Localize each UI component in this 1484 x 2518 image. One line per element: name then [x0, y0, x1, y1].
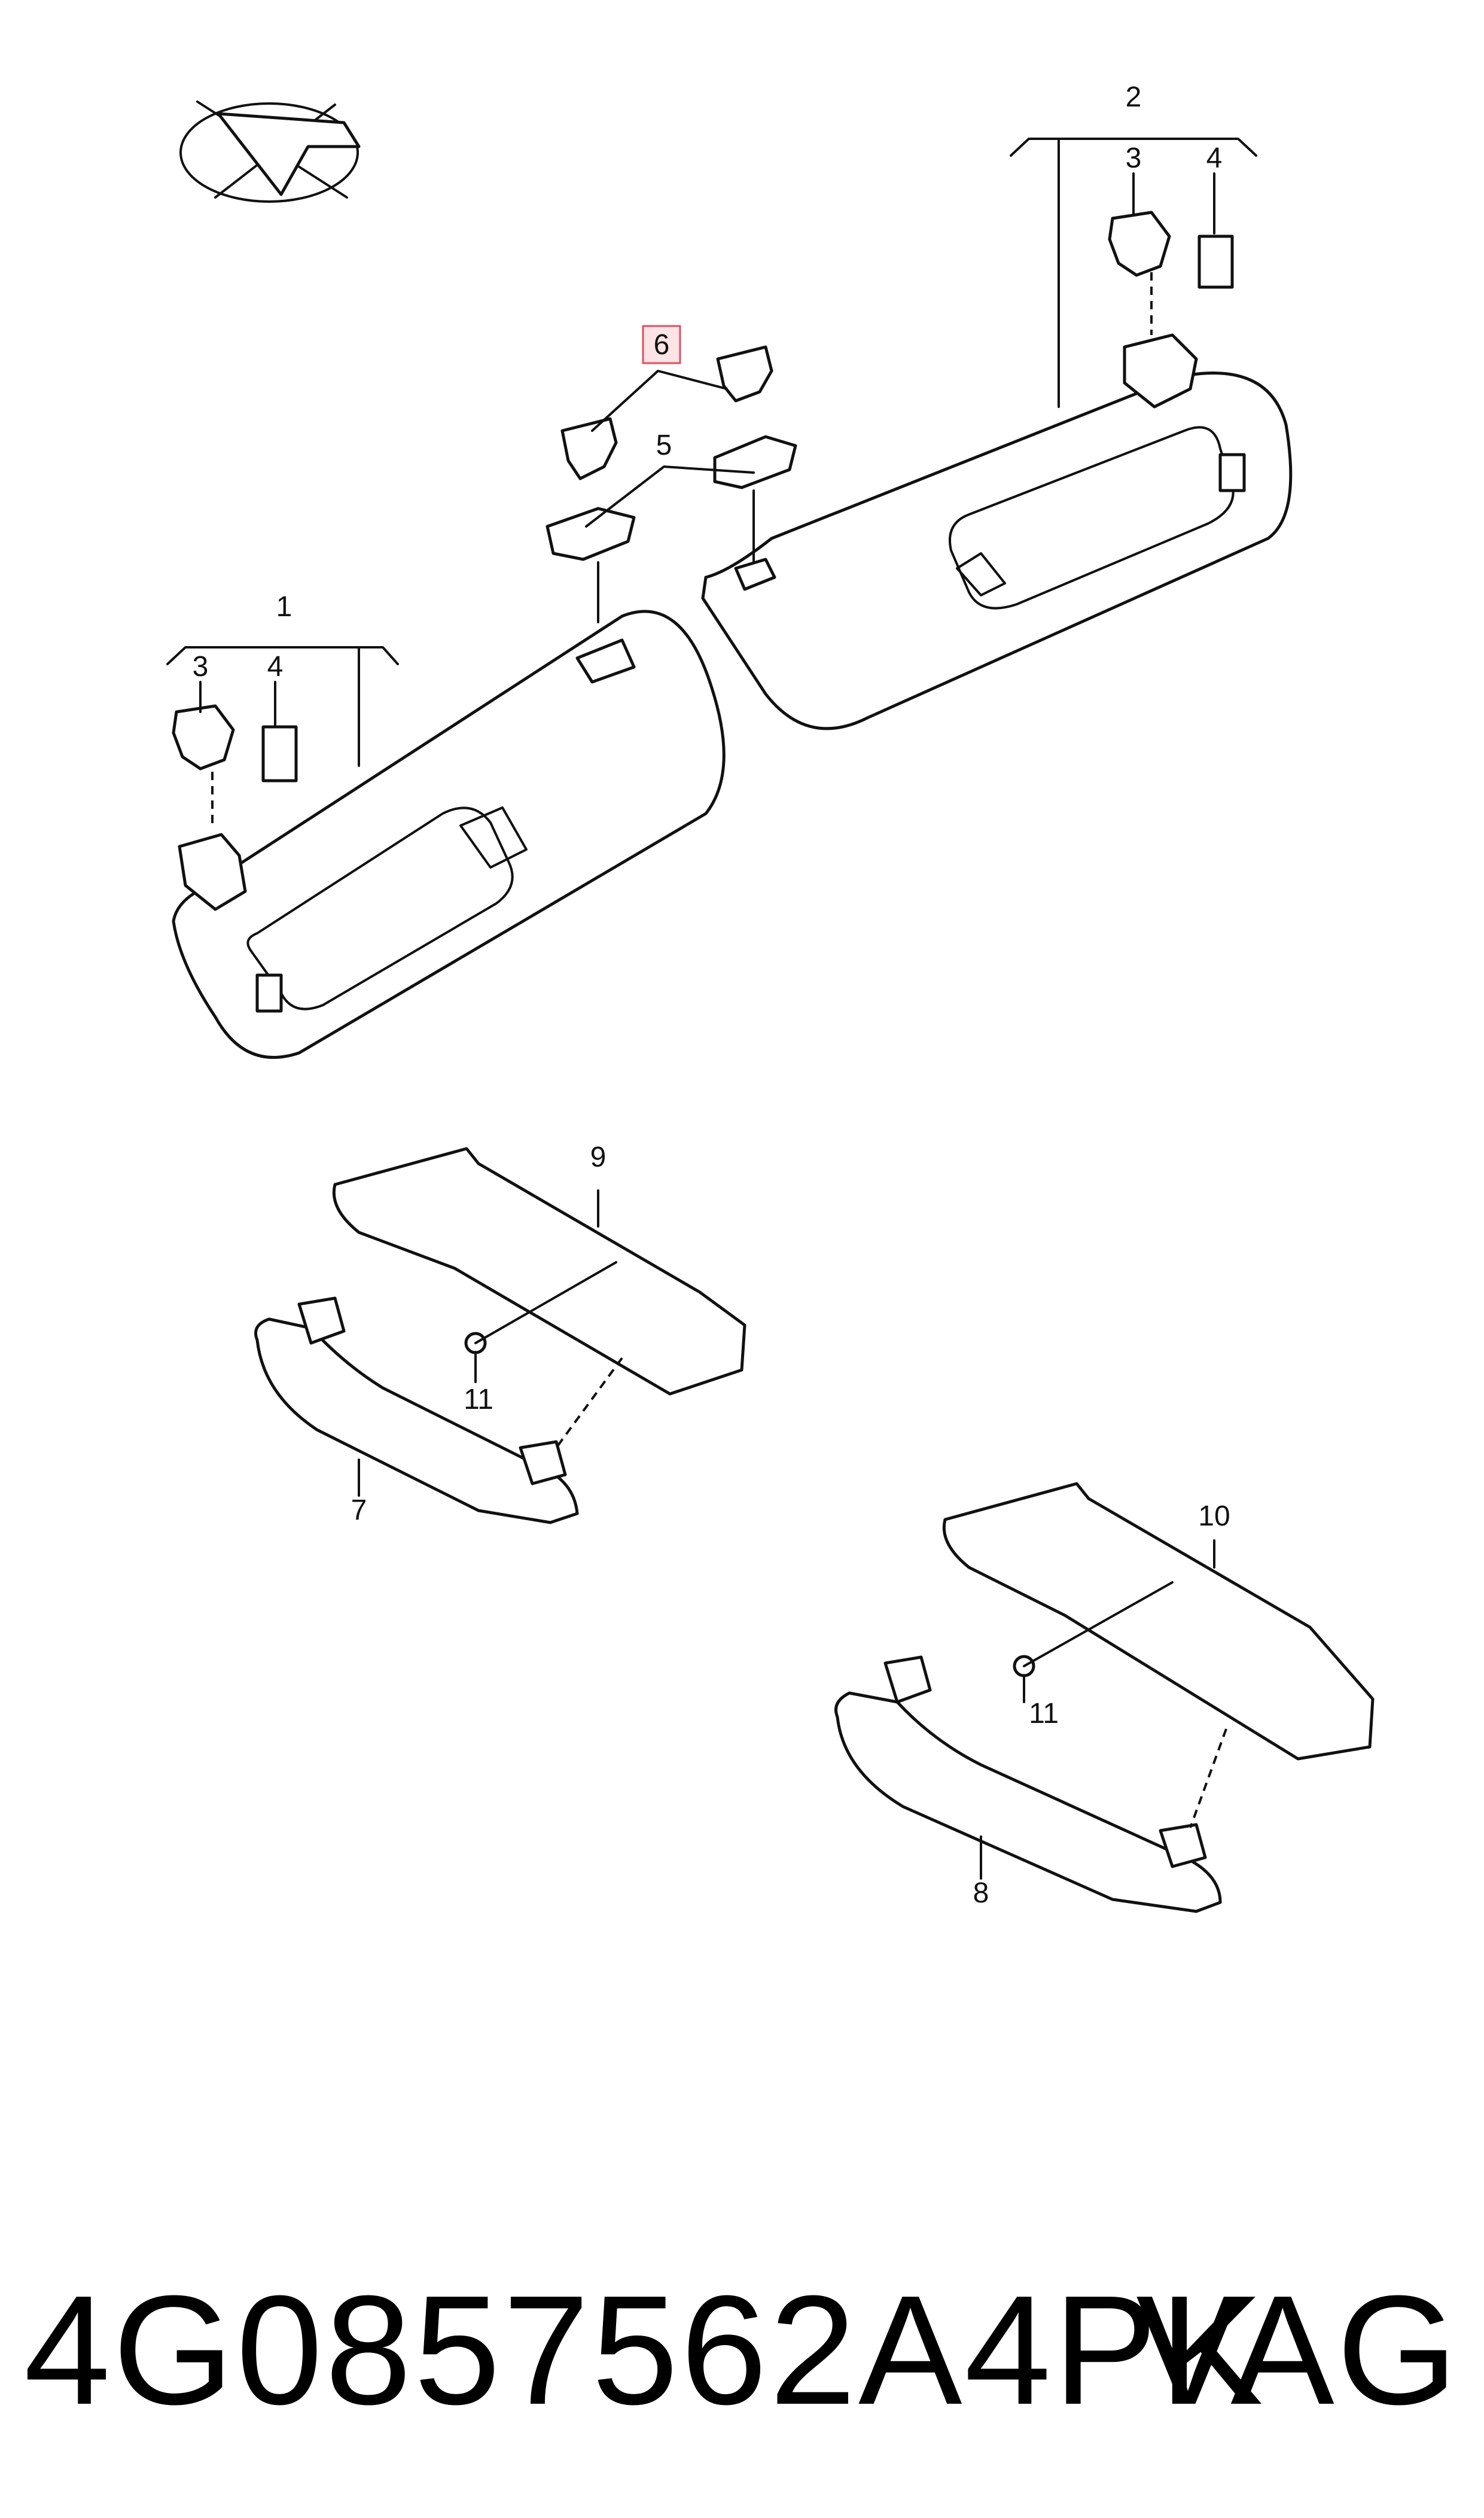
callout-6-highlight — [642, 325, 681, 364]
part-number: 4G0857562A4PK — [24, 2264, 1266, 2437]
callout-9: 9 — [590, 1141, 607, 1173]
callout-5: 5 — [656, 430, 672, 461]
callout-11-lower: 11 — [1029, 1698, 1059, 1730]
callout-8: 8 — [973, 1877, 989, 1909]
brand-label: VAG — [1136, 2264, 1460, 2437]
visor-clip-6-a — [560, 417, 618, 480]
orientation-symbol-icon — [179, 101, 361, 203]
callout-7: 7 — [351, 1494, 367, 1526]
callout-3-left: 3 — [193, 651, 209, 683]
callout-4-right: 4 — [1206, 142, 1223, 174]
grab-handle-assembly-upper — [254, 1147, 746, 1524]
cover-cap-4-left — [261, 725, 298, 783]
visor-clip-6-b — [716, 345, 773, 403]
cover-cap-4-right — [1197, 235, 1234, 289]
callout-6: 6 — [654, 329, 670, 361]
callout-3-right: 3 — [1126, 142, 1142, 174]
visor-holder-5-a — [546, 507, 636, 561]
callout-10: 10 — [1198, 1500, 1230, 1532]
footer: 4G0857562A4PK VAG — [0, 2249, 1484, 2437]
visor-bracket-3-left — [172, 704, 235, 771]
callout-2: 2 — [1126, 81, 1142, 113]
callout-11-upper: 11 — [464, 1384, 493, 1415]
sun-visor-right — [701, 333, 1293, 730]
sun-visor-left — [172, 610, 726, 1059]
visor-bracket-3-right — [1108, 211, 1171, 277]
visor-holder-5-b — [713, 435, 797, 489]
callout-4-left: 4 — [267, 651, 284, 683]
grab-handle-assembly-lower — [834, 1482, 1375, 1913]
callout-1: 1 — [276, 591, 292, 623]
